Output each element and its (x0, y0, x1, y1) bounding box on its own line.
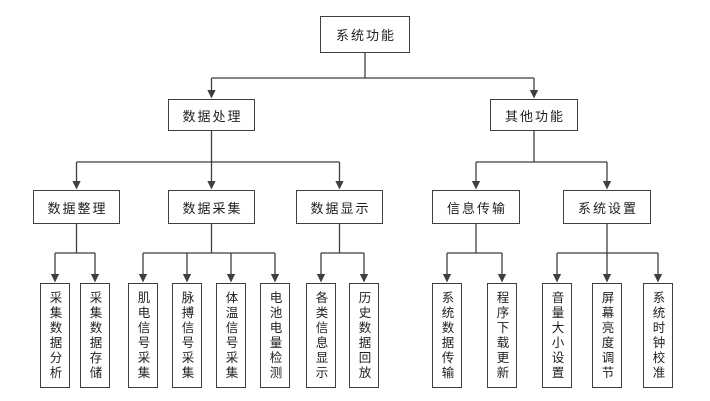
node-leaf-screen-brightness-adjust: 屏幕亮度调节 (592, 283, 622, 388)
node-leaf-program-download-update: 程序下载更新 (487, 283, 517, 388)
node-leaf-volume-setting: 音量大小设置 (542, 283, 572, 388)
node-leaf-collected-data-storage: 采集数据存储 (80, 283, 110, 388)
node-leaf-body-temp-signal-collection: 体温信号采集 (216, 283, 246, 388)
node-leaf-collected-data-analysis: 采集数据分析 (40, 283, 70, 388)
node-data-collection: 数据采集 (168, 190, 255, 224)
node-system-settings: 系统设置 (563, 190, 651, 224)
node-leaf-emg-signal-collection: 肌电信号采集 (128, 283, 158, 388)
node-leaf-system-data-transmission: 系统数据传输 (432, 283, 462, 388)
node-leaf-pulse-signal-collection: 脉搏信号采集 (172, 283, 202, 388)
node-leaf-battery-level-detection: 电池电量检测 (260, 283, 290, 388)
node-data-processing: 数据处理 (168, 99, 255, 131)
node-info-transmission: 信息传输 (432, 190, 520, 224)
node-system-function: 系统功能 (320, 16, 410, 53)
node-data-organizing: 数据整理 (33, 190, 120, 224)
node-data-display: 数据显示 (296, 190, 383, 224)
node-leaf-various-info-display: 各类信息显示 (306, 283, 336, 388)
node-leaf-history-data-playback: 历史数据回放 (349, 283, 379, 388)
node-leaf-system-clock-calibration: 系统时钟校准 (643, 283, 673, 388)
node-other-functions: 其他功能 (490, 99, 578, 131)
